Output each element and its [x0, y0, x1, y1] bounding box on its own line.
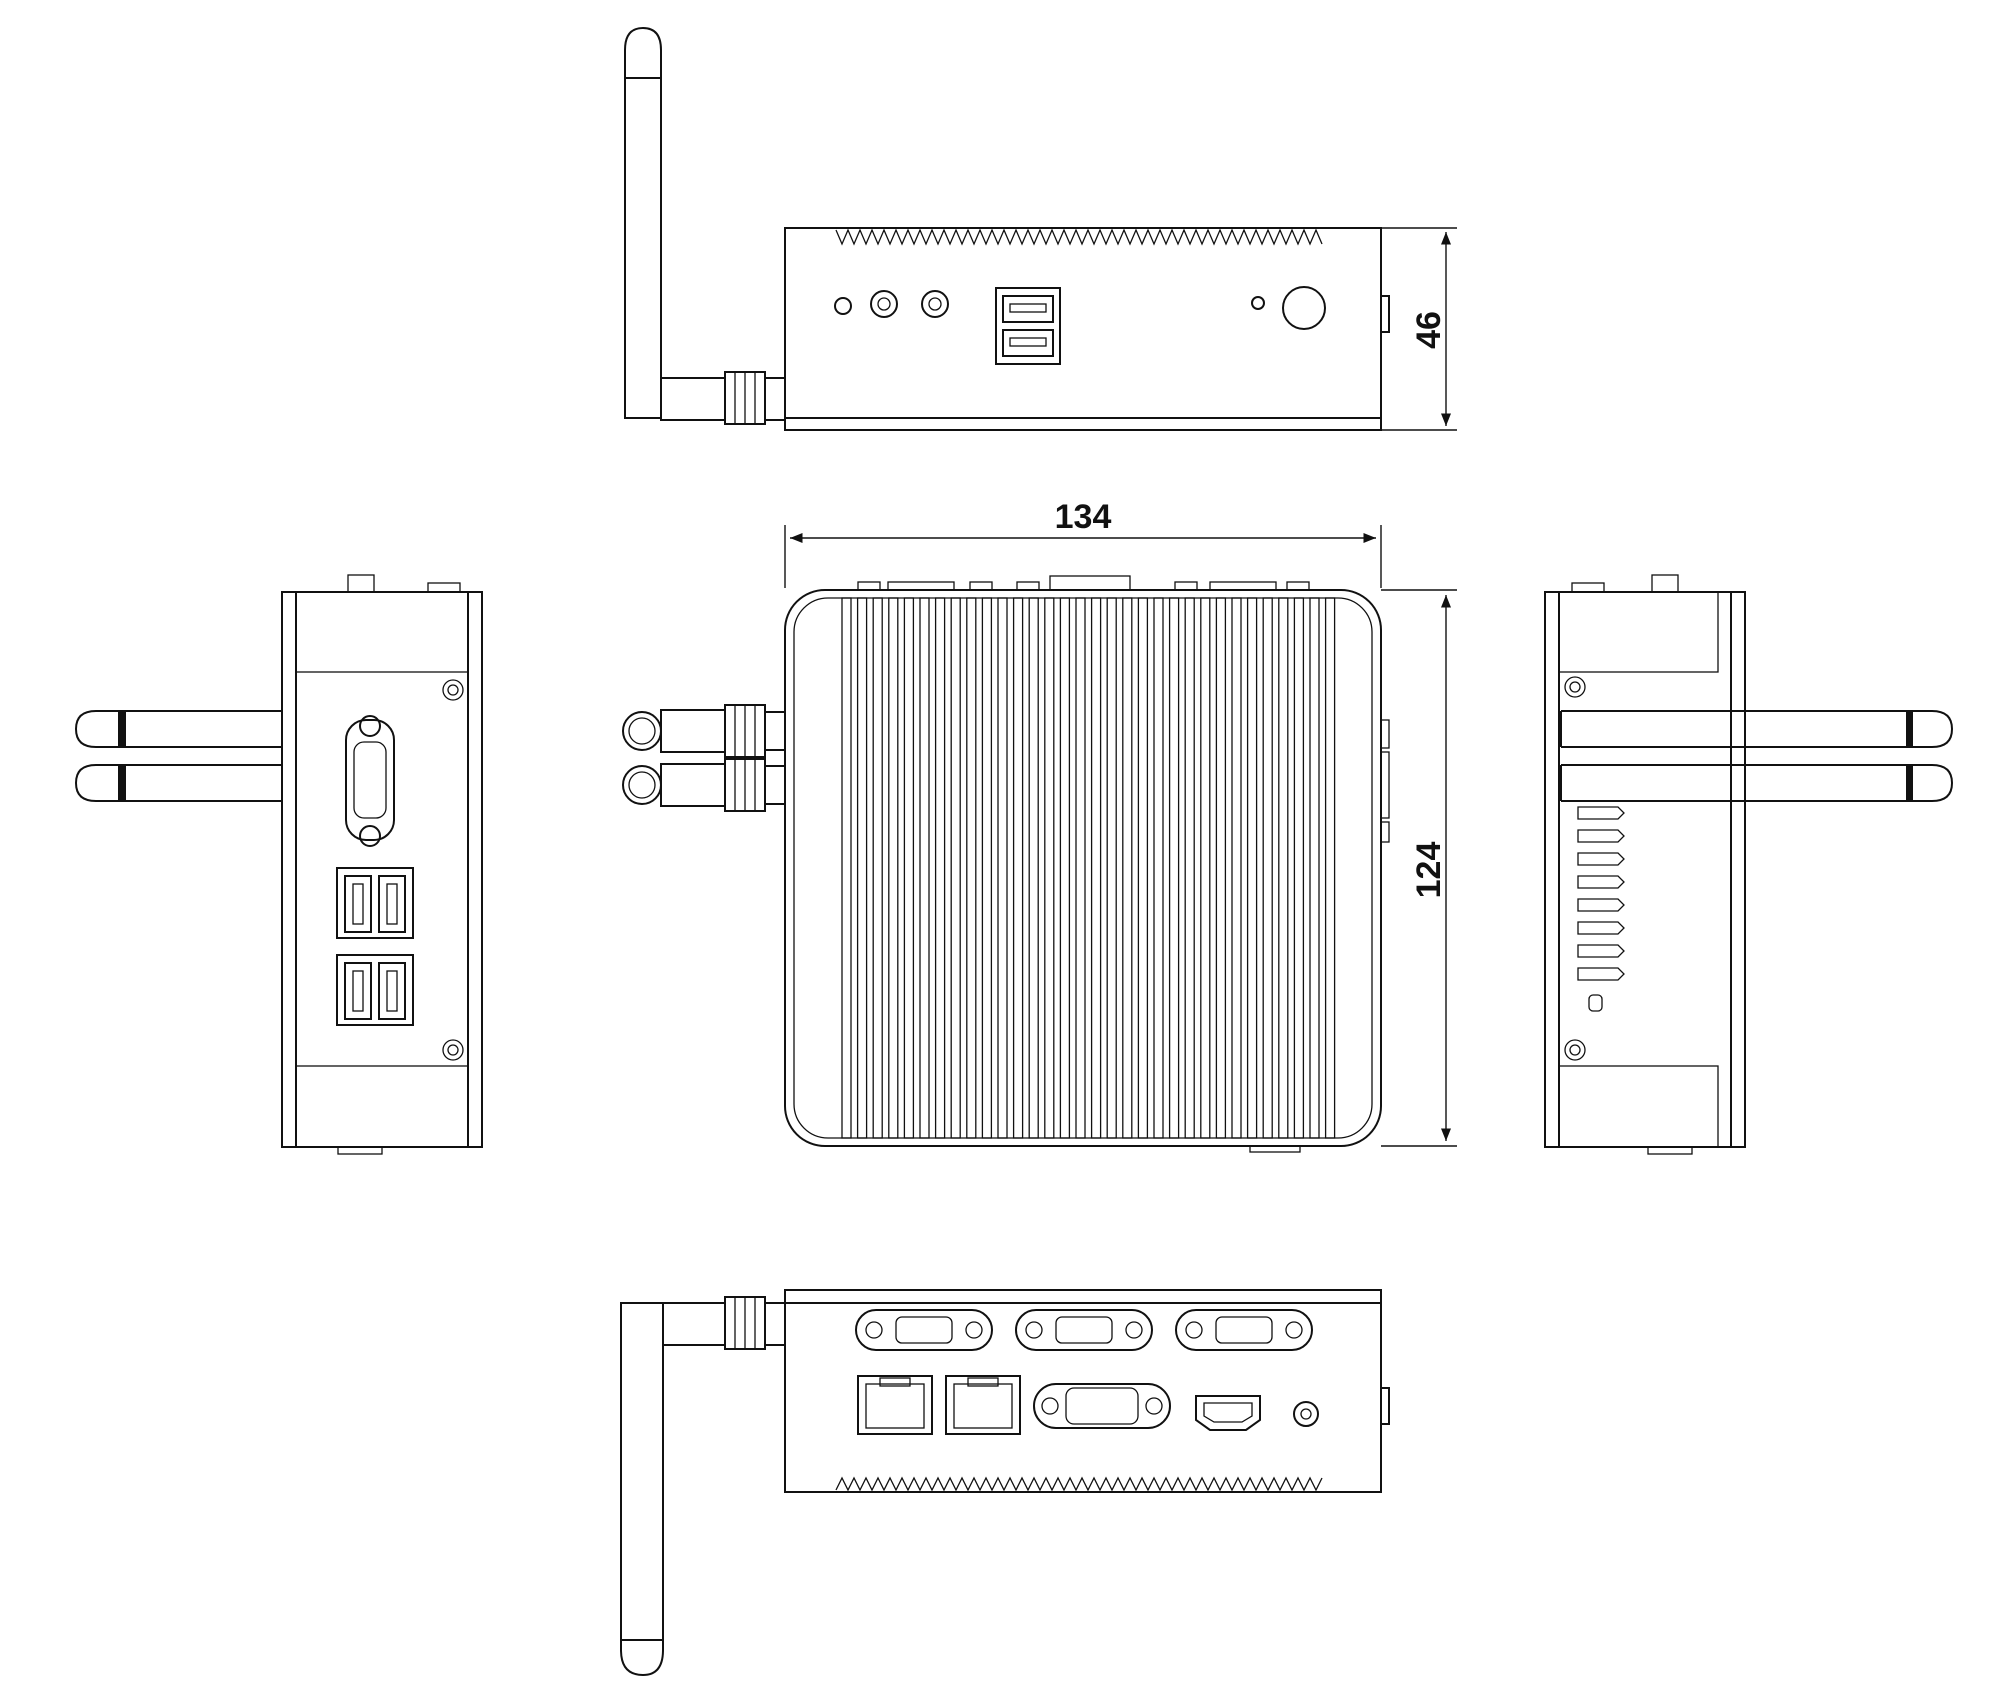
usb-port-group-1 [336, 867, 414, 939]
heatsink-fin [1090, 597, 1102, 1139]
rear-view [620, 1289, 1390, 1677]
heatsink-fin [1028, 597, 1039, 1139]
antenna-left-top [622, 704, 786, 812]
heatsink-fin [1262, 597, 1273, 1139]
heatsink-fin [1044, 597, 1055, 1139]
led-icon [834, 297, 852, 315]
heatsink-fin [950, 597, 961, 1139]
vga-port [1033, 1383, 1171, 1429]
serial-port-vertical [345, 715, 395, 847]
height-dimension-label: 46 [1410, 311, 1448, 349]
heatsink-fins-top [835, 228, 1323, 246]
dimension-height: 46 [1381, 227, 1457, 431]
vent-slot [1577, 967, 1625, 981]
heatsink-fin [981, 597, 993, 1139]
heatsink-fins-bottom [835, 1476, 1323, 1492]
lan-port-2 [945, 1375, 1021, 1435]
heatsink-fin [1215, 597, 1227, 1139]
heatsink-fin [966, 597, 977, 1139]
vent-slot [1577, 921, 1625, 935]
dimension-width: 134 [784, 498, 1382, 588]
heatsink-fin [1309, 597, 1320, 1139]
depth-dimension-label: 124 [1410, 842, 1448, 899]
heatsink-fin [1231, 597, 1242, 1139]
com-port-1 [855, 1309, 993, 1351]
heatsink-fin [903, 597, 915, 1139]
heatsink-fin [1012, 597, 1024, 1139]
heatsink-fin [1278, 597, 1289, 1139]
heatsink-fin [1137, 597, 1149, 1139]
heatsink-fin [919, 597, 930, 1139]
heatsink-fin [1168, 597, 1180, 1139]
screw-icon [1564, 1039, 1586, 1061]
power-led-icon [1251, 296, 1265, 310]
screw-icon [442, 1039, 464, 1061]
com-port-2 [1015, 1309, 1153, 1351]
vent-slot [1577, 944, 1625, 958]
heatsink-fin [1200, 597, 1211, 1139]
heatsink-fin [1075, 597, 1086, 1139]
vent-slots [1577, 806, 1625, 981]
heatsink-fin [1246, 597, 1258, 1139]
right-side-view [1544, 574, 1954, 1155]
usb-port-pair-front [995, 287, 1061, 365]
heatsink-fin [1106, 597, 1117, 1139]
power-button-icon [1282, 286, 1326, 330]
audio-jack-icon [870, 290, 898, 318]
com-port-3 [1175, 1309, 1313, 1351]
screw-icon [1564, 676, 1586, 698]
usb-port-group-2 [336, 954, 414, 1026]
antenna-left-side [74, 710, 282, 802]
heatsink-fin [1122, 597, 1133, 1139]
heatsink-fin [841, 597, 852, 1139]
heatsink-fin [1293, 597, 1305, 1139]
screw-icon [442, 679, 464, 701]
heatsink-fin [934, 597, 946, 1139]
left-side-view [74, 574, 483, 1155]
heatsink-fin [888, 597, 899, 1139]
front-view: 46 [624, 26, 1457, 431]
dc-jack-icon [1293, 1401, 1319, 1427]
indicator-slot [1588, 994, 1603, 1012]
hdmi-port [1195, 1395, 1261, 1431]
top-view: 134 124 [622, 498, 1457, 1153]
vent-slot [1577, 806, 1625, 820]
lan-port-1 [857, 1375, 933, 1435]
heatsink-fins [841, 597, 1336, 1139]
antenna-rear [620, 1296, 786, 1677]
vent-slot [1577, 898, 1625, 912]
vent-slot [1577, 875, 1625, 889]
antenna-right-side [1560, 710, 1954, 802]
heatsink-fin [997, 597, 1008, 1139]
audio-jack-icon [921, 290, 949, 318]
vent-slot [1577, 852, 1625, 866]
heatsink-fin [1059, 597, 1071, 1139]
dimension-depth: 124 [1381, 589, 1457, 1147]
antenna-left-front [624, 26, 786, 425]
heatsink-fin [1324, 597, 1336, 1139]
heatsink-fin [872, 597, 883, 1139]
width-dimension-label: 134 [1055, 498, 1112, 536]
heatsink-fin [856, 597, 868, 1139]
heatsink-fin [1184, 597, 1195, 1139]
heatsink-fin [1153, 597, 1164, 1139]
vent-slot [1577, 829, 1625, 843]
